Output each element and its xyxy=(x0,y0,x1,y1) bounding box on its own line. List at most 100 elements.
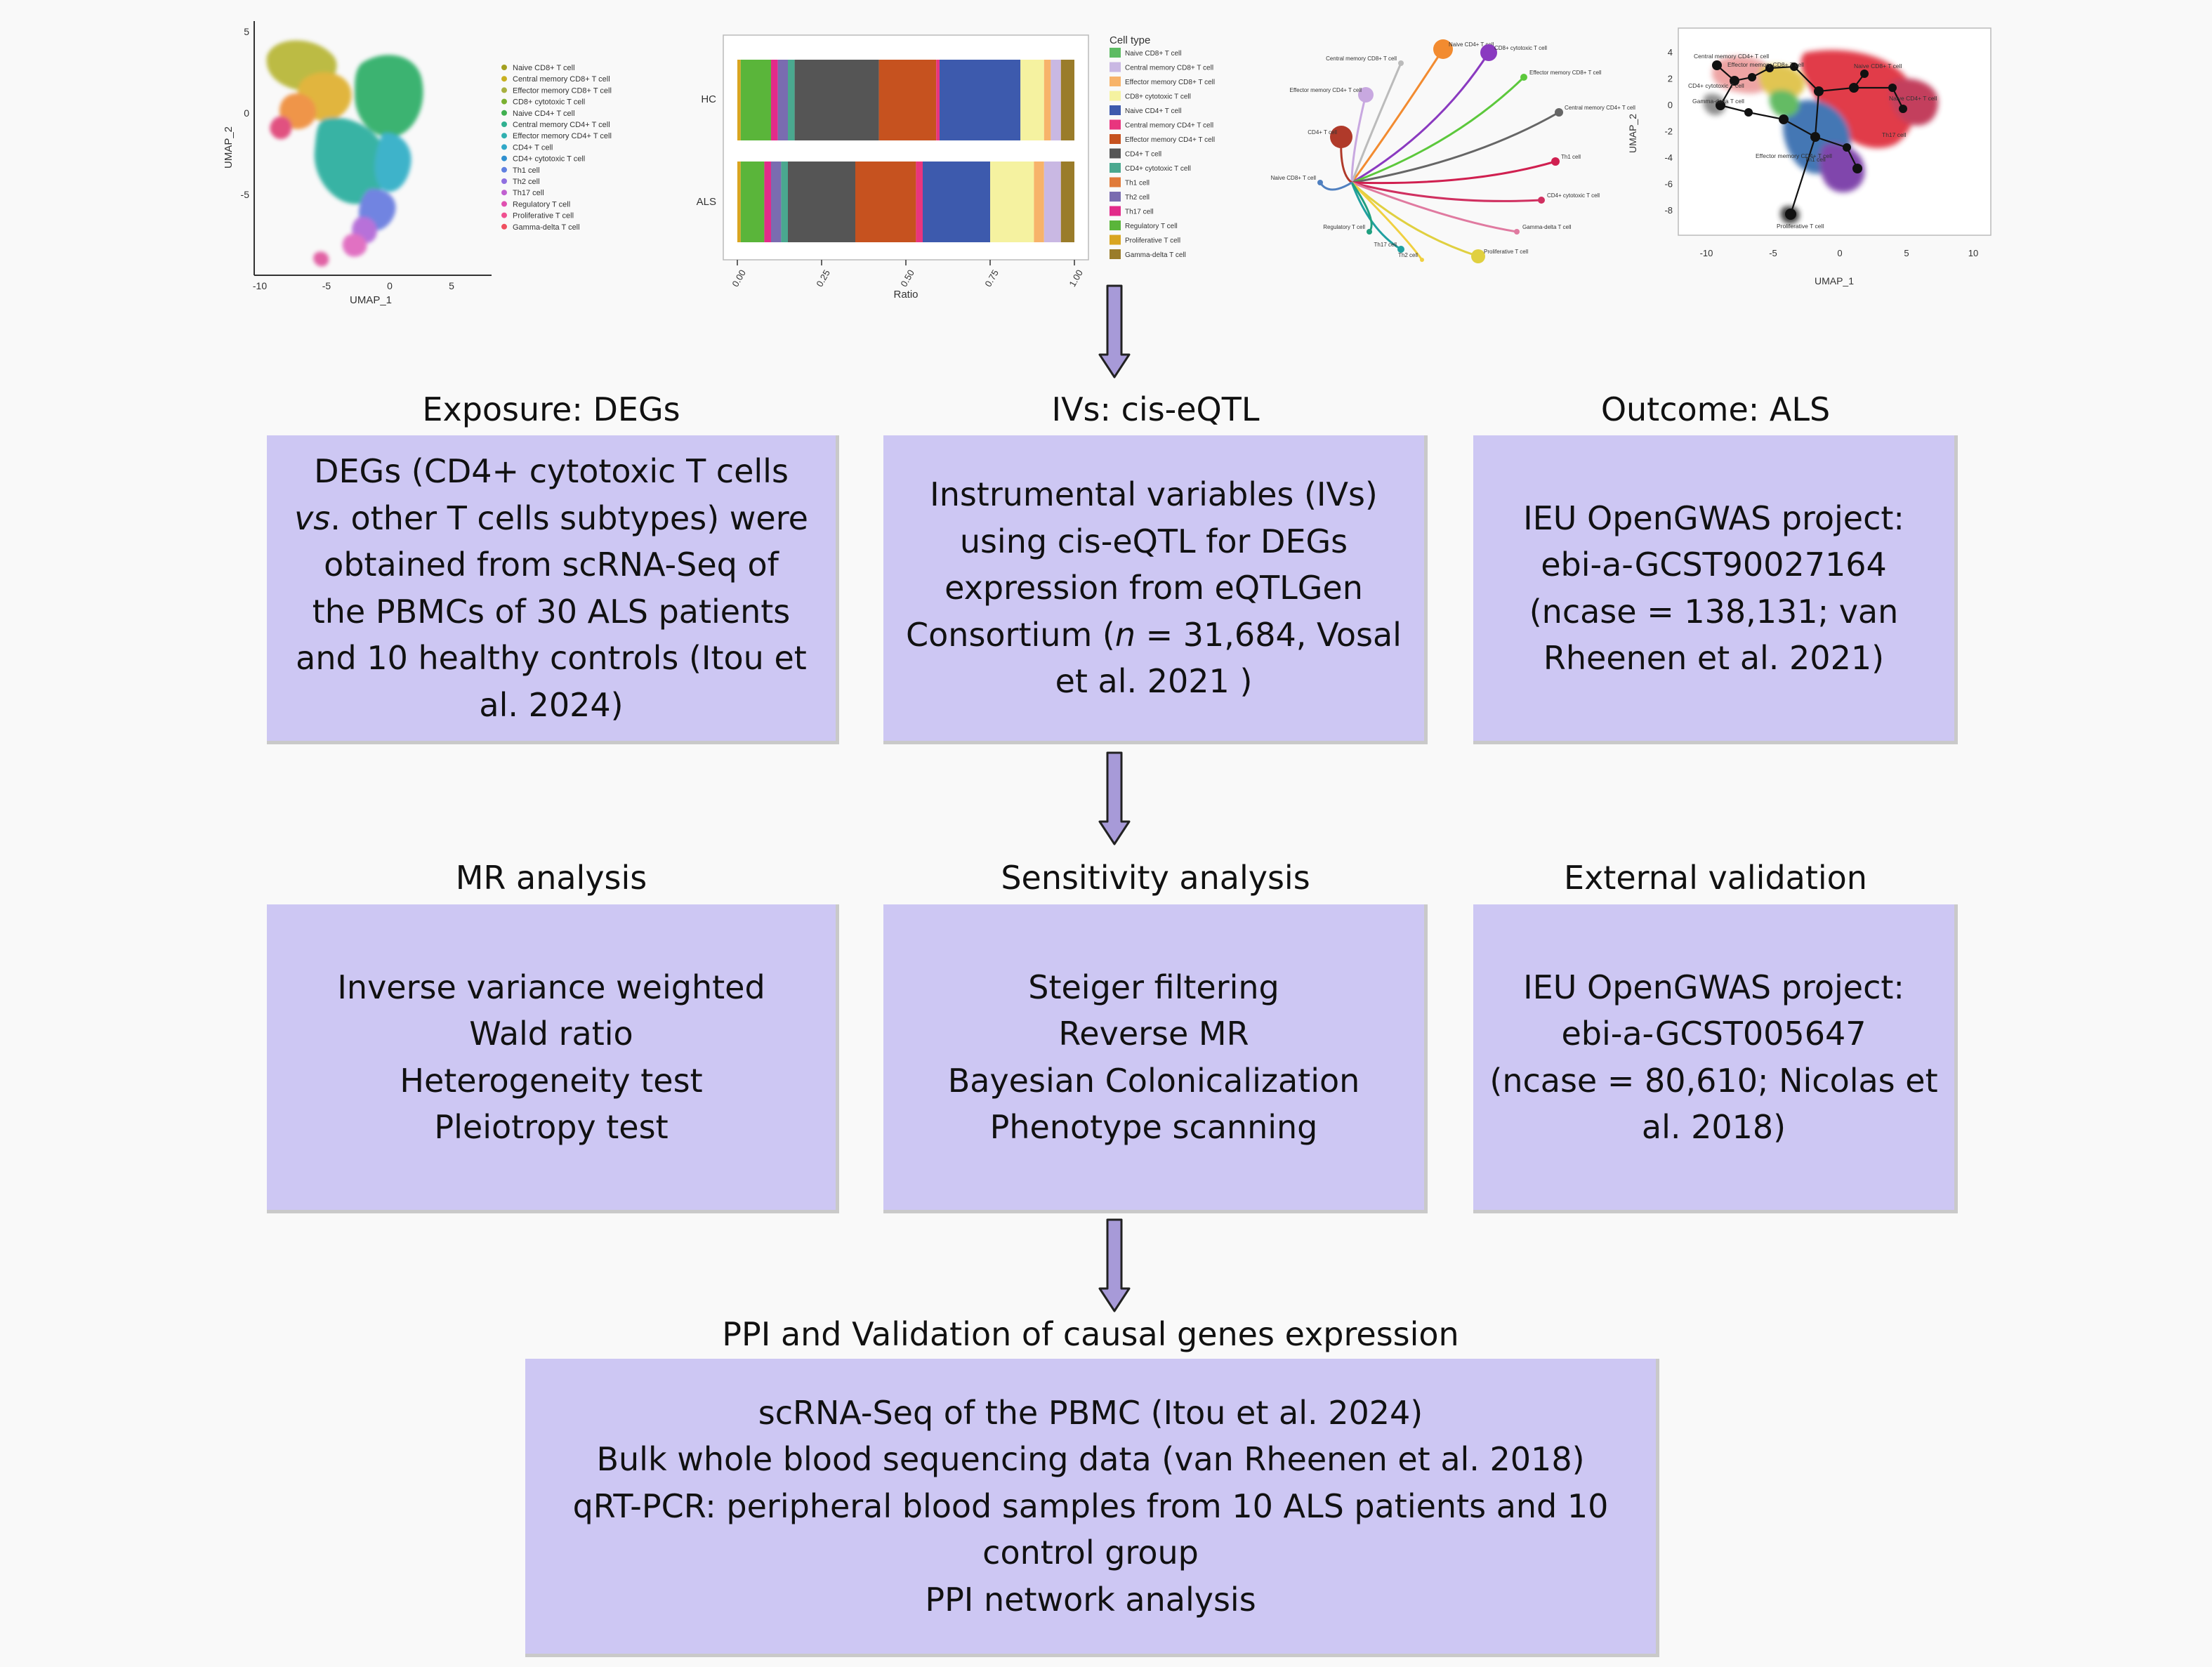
n-italic: n xyxy=(1114,615,1135,654)
trajectory-label: CD4+ cytotoxic T cell xyxy=(1547,192,1600,199)
legend-swatch xyxy=(1110,220,1121,230)
exposure-header: Exposure: DEGs xyxy=(422,390,680,428)
trajectory-node xyxy=(1551,157,1560,166)
mr-line: Wald ratio xyxy=(469,1015,633,1053)
legend-label: CD4+ T cell xyxy=(1125,151,1161,159)
umap2-y-tick: -2 xyxy=(1664,126,1673,137)
legend-label: Th2 cell xyxy=(1125,194,1150,202)
sensitivity-line: Phenotype scanning xyxy=(989,1108,1318,1146)
ivs-line: Instrumental variables (IVs) xyxy=(930,475,1378,514)
umap2-cluster-label: Th1 cell xyxy=(1805,156,1826,163)
ratio-bar-segment xyxy=(855,162,916,242)
umap2-cluster-label: Naive CD4+ T cell xyxy=(1889,95,1937,102)
trajectory-edge xyxy=(1350,182,1402,251)
legend-label: Effector memory CD4+ T cell xyxy=(513,132,612,140)
mr-line: Pleiotropy test xyxy=(434,1108,669,1146)
legend-swatch xyxy=(501,190,507,196)
umap2-cluster-label: Th17 cell xyxy=(1882,131,1907,138)
legend-swatch xyxy=(501,87,507,93)
trajectory-edge xyxy=(1351,52,1490,184)
legend-swatch xyxy=(501,121,507,127)
trajectory-edge xyxy=(1350,181,1479,258)
ratio-x-label: Ratio xyxy=(893,289,918,301)
trajectory-edge xyxy=(1351,181,1542,202)
legend-swatch xyxy=(1110,235,1121,245)
umap2-y-tick: -4 xyxy=(1664,152,1673,163)
ratio-bar-segment xyxy=(1044,60,1051,140)
sensitivity-text: Steiger filtering Reverse MR Bayesian Co… xyxy=(948,964,1360,1151)
ratio-bar-segment xyxy=(1060,60,1074,140)
legend-label: Central memory CD8+ T cell xyxy=(513,75,610,84)
legend-label: Th1 cell xyxy=(513,166,540,175)
trajectory-node xyxy=(1555,108,1563,117)
trajectory-node xyxy=(1433,39,1453,59)
ivs-box: Instrumental variables (IVs) using cis-e… xyxy=(883,435,1428,744)
legend-label: Naive CD8+ T cell xyxy=(513,64,575,72)
mr-text: Inverse variance weighted Wald ratio Het… xyxy=(337,964,765,1151)
umap2-y-tick: 0 xyxy=(1668,100,1673,110)
umap2-x-tick: -10 xyxy=(1700,248,1713,258)
umap-x-tick: -5 xyxy=(322,280,331,291)
trajectory-label: CD8+ cytotoxic T cell xyxy=(1494,45,1547,51)
exposure-box: DEGs (CD4+ cytotoxic T cells vs. other T… xyxy=(267,435,839,744)
ivs-header: IVs: cis-eQTL xyxy=(1051,390,1260,428)
legend-swatch xyxy=(501,212,507,218)
down-arrow-2 xyxy=(1098,751,1131,845)
legend-label: CD4+ cytotoxic T cell xyxy=(513,155,585,164)
legend-label: Gamma-delta T cell xyxy=(513,223,580,232)
ivs-line: expression from eQTLGen xyxy=(944,569,1363,607)
legend-label: Regulatory T cell xyxy=(1125,223,1178,230)
legend-label: CD8+ cytotoxic T cell xyxy=(513,98,585,107)
outcome-line: (ncase = 138,131; van xyxy=(1529,592,1899,631)
ppi-line: scRNA-Seq of the PBMC (Itou et al. 2024) xyxy=(758,1393,1423,1432)
row-label-als: ALS xyxy=(697,196,716,208)
umap2-y-label: UMAP_2 xyxy=(1627,114,1638,153)
ratio-bars xyxy=(737,60,1074,242)
validation-line: IEU OpenGWAS project: xyxy=(1523,968,1904,1006)
legend-label: Effector memory CD4+ T cell xyxy=(1125,136,1215,144)
trajectory-label: Effector memory CD8+ T cell xyxy=(1529,70,1602,76)
trajectory-label: Proliferative T cell xyxy=(1484,249,1529,255)
umap2-x-tick: -5 xyxy=(1769,248,1777,258)
trajectory-edge xyxy=(1350,94,1367,183)
legend-label: Effector memory CD8+ T cell xyxy=(513,86,612,95)
legend-swatch xyxy=(1110,91,1121,101)
ivs-line-part: = 31,684, Vosal xyxy=(1135,615,1402,654)
legend-swatch xyxy=(1110,105,1121,115)
legend-swatch xyxy=(1110,163,1121,173)
umap2-y-tick: -8 xyxy=(1664,205,1673,216)
outcome-line: Rheenen et al. 2021) xyxy=(1543,639,1885,677)
legend-label: Naive CD4+ T cell xyxy=(1125,107,1182,115)
ratio-bar-segment xyxy=(771,162,782,242)
down-arrow-3 xyxy=(1098,1218,1131,1312)
legend-swatch xyxy=(1110,148,1121,159)
trajectory-node xyxy=(1367,229,1372,235)
legend-swatch xyxy=(501,110,507,116)
legend-label: Proliferative T cell xyxy=(513,212,574,220)
ratio-bar-segment xyxy=(923,162,990,242)
down-arrow-1 xyxy=(1098,284,1131,378)
row-label-hc: HC xyxy=(701,93,716,105)
legend-label: Central memory CD4+ T cell xyxy=(1125,122,1213,130)
trajectory-edge xyxy=(1350,48,1444,183)
legend-swatch xyxy=(501,98,507,105)
exposure-line: DEGs (CD4+ cytotoxic T cells xyxy=(314,452,789,490)
legend-swatch xyxy=(501,155,507,162)
ratio-bar-segment xyxy=(788,162,855,242)
mr-header: MR analysis xyxy=(455,859,647,897)
sensitivity-line: Steiger filtering xyxy=(1028,968,1279,1006)
ratio-legend-title: Cell type xyxy=(1110,34,1150,46)
ivs-line-part: Consortium ( xyxy=(906,615,1115,654)
exposure-line: al. 2024) xyxy=(479,685,624,724)
ratio-bar-segment xyxy=(781,162,788,242)
legend-label: Gamma-delta T cell xyxy=(1125,251,1186,259)
legend-label: Th2 cell xyxy=(513,178,540,186)
validation-box: IEU OpenGWAS project: ebi-a-GCST005647 (… xyxy=(1473,904,1958,1213)
legend-label: Naive CD4+ T cell xyxy=(513,110,575,118)
sensitivity-box: Steiger filtering Reverse MR Bayesian Co… xyxy=(883,904,1428,1213)
ratio-bar-segment xyxy=(794,60,879,140)
legend-label: Th17 cell xyxy=(1125,209,1154,216)
outcome-text: IEU OpenGWAS project: ebi-a-GCST90027164… xyxy=(1523,495,1904,682)
legend-label: Th17 cell xyxy=(513,189,544,197)
